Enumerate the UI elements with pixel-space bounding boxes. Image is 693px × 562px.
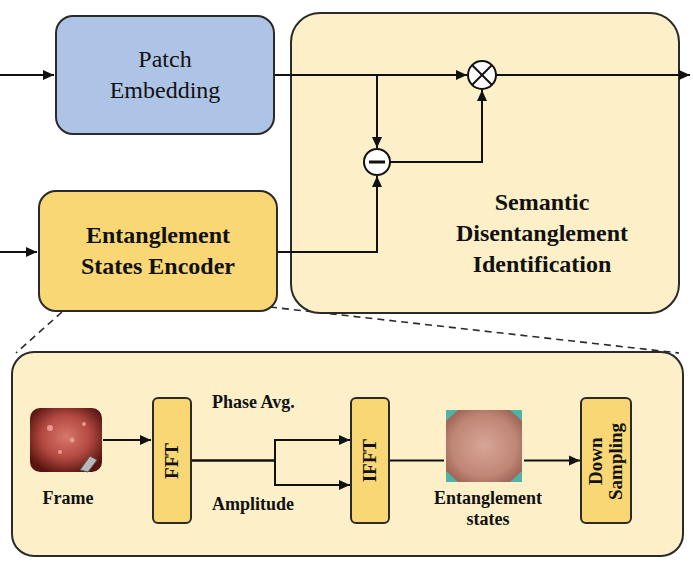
operation-box: Down Sampling bbox=[580, 397, 632, 524]
process-box: Patch Embedding bbox=[55, 15, 275, 135]
encoder-detail-panel bbox=[12, 352, 683, 556]
zoom-dash bbox=[16, 312, 62, 353]
wire bbox=[288, 74, 467, 76]
wire bbox=[376, 75, 378, 148]
connector bbox=[278, 251, 290, 253]
connector bbox=[390, 460, 580, 462]
connector bbox=[192, 461, 350, 486]
image-caption: Entanglement states bbox=[420, 488, 556, 529]
node-text: FFT bbox=[162, 443, 182, 479]
frame-arrow bbox=[103, 439, 151, 441]
node-text: IFFT bbox=[360, 439, 380, 482]
node-text: Patch Embedding bbox=[100, 44, 230, 106]
edge-label: Amplitude bbox=[212, 494, 294, 515]
module-panel: Semantic Disentanglement Identification bbox=[290, 12, 680, 314]
frame-image bbox=[30, 408, 102, 472]
wire bbox=[390, 90, 482, 162]
encoder-box: Entanglement States Encoder bbox=[38, 190, 278, 312]
entanglement-image bbox=[446, 410, 522, 482]
operation-box: FFT bbox=[152, 397, 192, 524]
input-arrow bbox=[0, 251, 37, 253]
multiply-symbol bbox=[468, 61, 496, 89]
connector bbox=[275, 74, 290, 76]
wire bbox=[496, 74, 690, 76]
connector bbox=[192, 440, 350, 461]
input-arrow bbox=[0, 74, 54, 76]
subtract-symbol bbox=[364, 149, 390, 175]
operation-box: IFFT bbox=[350, 397, 390, 524]
wire bbox=[288, 176, 377, 252]
node-text: Down Sampling bbox=[586, 406, 626, 516]
edge-label: Phase Avg. bbox=[212, 392, 295, 413]
node-text: Entanglement States Encoder bbox=[58, 220, 258, 282]
node-text: Semantic Disentanglement Identification bbox=[417, 187, 667, 281]
image-caption: Frame bbox=[28, 488, 108, 509]
